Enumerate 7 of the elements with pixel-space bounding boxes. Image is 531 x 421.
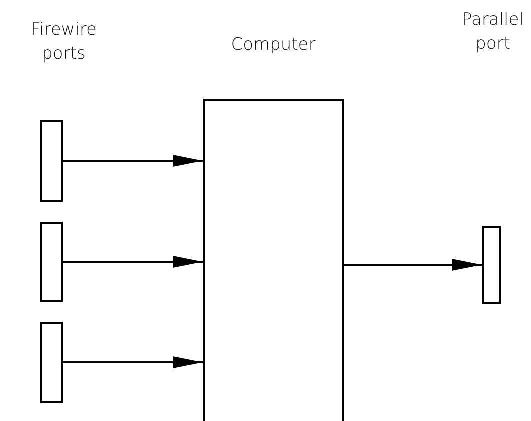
arrow: [63, 356, 203, 368]
group-label: Firewire ports: [30, 19, 98, 66]
group-label: Parallel port: [461, 9, 525, 56]
node-heading: Computer: [230, 34, 317, 57]
arrow: [63, 155, 203, 167]
arrow: [344, 259, 482, 271]
arrow: [63, 256, 203, 268]
